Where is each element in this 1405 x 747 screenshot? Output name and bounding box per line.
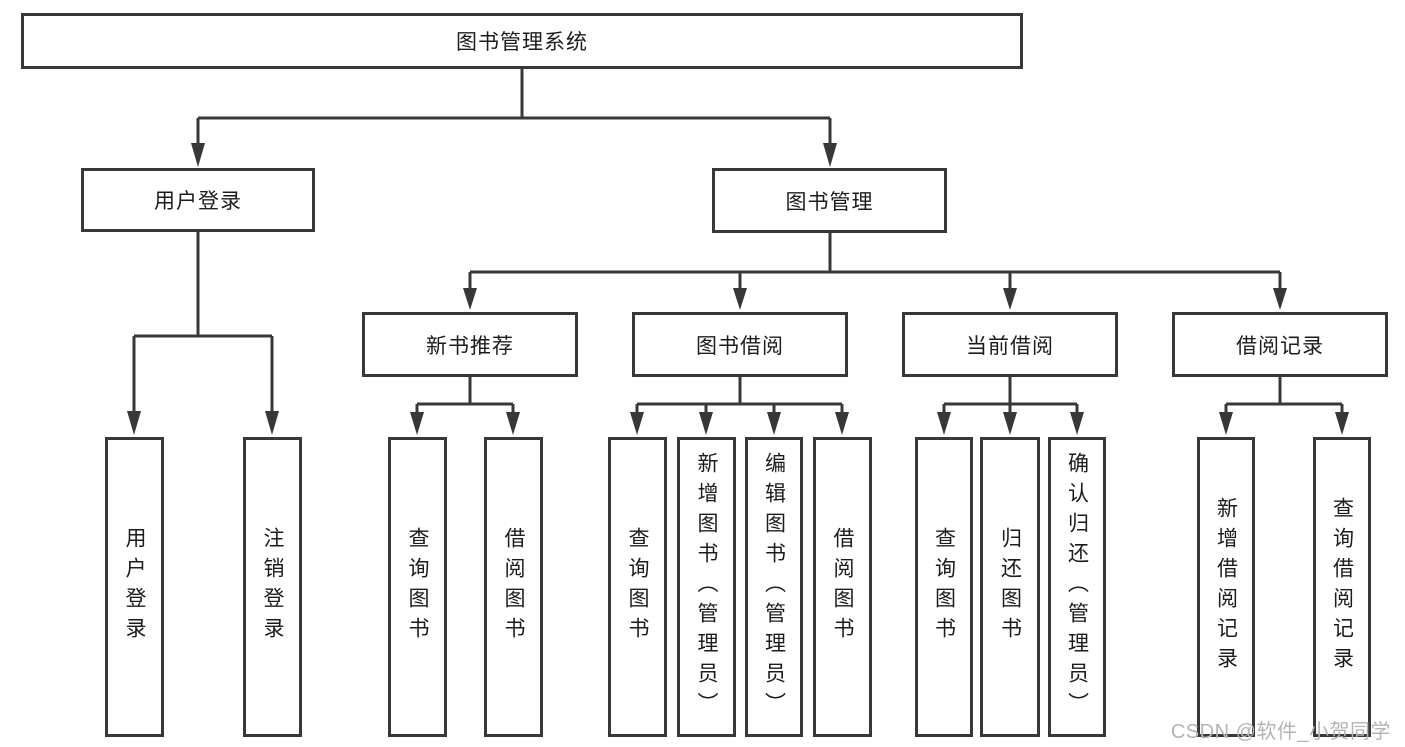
node-label: 图书管理 [785,190,874,214]
leaf-query-books-2: 查询图书 [608,437,667,737]
node-label: 用户登录 [154,190,242,213]
node-new-book-recommend: 新书推荐 [362,312,578,377]
arrowhead-confirm-return [1070,412,1084,435]
node-label: 归还图书 [998,527,1022,647]
leaf-query-books-1: 查询图书 [388,437,447,737]
arrowhead-leaf-logout [265,411,279,435]
leaf-user-login: 用户登录 [105,437,164,737]
arrowhead-add-book [699,412,713,435]
arrowhead-edit-book [767,412,781,435]
arrowhead-book-borrow [733,288,747,310]
arrowhead-borrow-books-2 [835,412,849,435]
edge-book-management-to-level3 [468,233,1282,292]
node-borrow-records: 借阅记录 [1172,312,1388,377]
node-label: 查询图书 [406,527,429,647]
arrowhead-query-borrow-record [1335,412,1349,435]
node-label: 图书管理系统 [456,31,588,54]
edge-borrow-records-children [1224,377,1344,416]
node-label: 用户登录 [123,527,146,647]
node-label: 新增图书（管理员） [695,452,718,722]
arrowhead-add-borrow-record [1219,412,1233,435]
leaf-add-book-admin: 新增图书（管理员） [677,437,736,737]
arrowhead-query-books-3 [937,412,951,435]
node-label: 新书推荐 [426,334,514,358]
arrowhead-query-books-2 [630,412,644,435]
node-label: 查询借阅记录 [1330,497,1354,677]
node-current-borrow: 当前借阅 [902,312,1118,377]
node-label: 图书借阅 [696,334,784,358]
leaf-add-borrow-record: 新增借阅记录 [1197,437,1255,737]
edge-book-borrow-children [635,377,844,416]
leaf-query-books-3: 查询图书 [915,437,973,737]
node-library-system: 图书管理系统 [21,13,1023,69]
arrowhead-current-borrow [1003,288,1017,310]
node-book-borrow: 图书借阅 [632,312,848,377]
node-label: 当前借阅 [966,334,1054,358]
edge-root-to-level2 [196,69,832,147]
arrowhead-query-books-1 [410,412,424,435]
node-label: 查询图书 [932,527,956,647]
arrowhead-book-management [823,143,837,167]
arrowhead-leaf-user-login [127,411,141,435]
arrowhead-return-book [1003,412,1017,435]
arrowhead-borrow-books-1 [506,412,520,435]
leaf-query-borrow-record: 查询借阅记录 [1313,437,1371,737]
arrowhead-borrow-records [1273,288,1287,310]
node-label: 确认归还（管理员） [1065,452,1089,722]
node-label: 查询图书 [626,527,649,647]
leaf-borrow-books-1: 借阅图书 [484,437,543,737]
node-book-management: 图书管理 [712,168,947,233]
node-label: 注销登录 [261,527,284,647]
edge-current-borrow-children [942,377,1079,416]
watermark-text: CSDN @软件_小贺同学 [1170,721,1391,743]
arrowhead-new-book-recommend [463,288,477,310]
leaf-confirm-return-admin: 确认归还（管理员） [1048,437,1106,737]
leaf-borrow-books-2: 借阅图书 [813,437,872,737]
node-label: 借阅图书 [502,527,525,647]
node-label: 借阅图书 [831,527,854,647]
node-label: 新增借阅记录 [1214,497,1238,677]
arrowhead-user-login [191,143,205,167]
edge-user-login-children [132,232,274,414]
node-user-login: 用户登录 [81,168,315,232]
leaf-logout: 注销登录 [243,437,302,737]
node-label: 借阅记录 [1236,334,1324,358]
edge-new-book-recommend-children [415,377,515,416]
leaf-return-book: 归还图书 [980,437,1040,737]
node-label: 编辑图书（管理员） [762,452,786,722]
leaf-edit-book-admin: 编辑图书（管理员） [745,437,803,737]
